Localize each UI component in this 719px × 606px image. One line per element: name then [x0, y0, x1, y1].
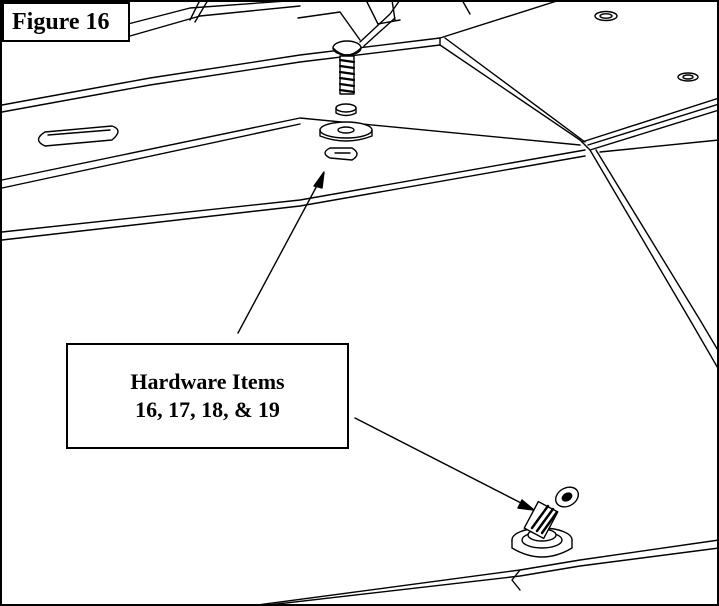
mounting-slot	[37, 125, 119, 147]
figure-label: Figure 16	[2, 2, 130, 42]
hole-top-right-2	[677, 72, 699, 82]
hole-top-right-1	[594, 10, 618, 22]
panel-bottom-lip	[249, 539, 719, 606]
bolt-assembly-lower	[511, 486, 580, 558]
leader-arrow-upper	[237, 171, 325, 334]
callout-line-items: 16, 17, 18, & 19	[135, 397, 280, 422]
leader-arrow-lower	[354, 417, 535, 511]
top-frame-rail	[127, 0, 471, 41]
panel-lower-edge	[1, 149, 586, 241]
right-side-panel	[439, 0, 719, 371]
hardware-callout-box: Hardware Items 16, 17, 18, & 19	[66, 343, 349, 449]
bolt-stack-upper	[319, 40, 373, 161]
callout-line-title: Hardware Items	[130, 369, 285, 394]
panel-upper-edge	[1, 37, 581, 189]
